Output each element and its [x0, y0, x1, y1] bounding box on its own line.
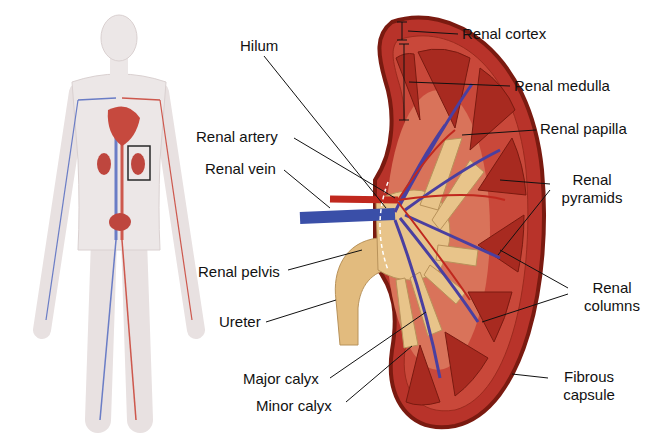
part-label: Ureter — [219, 313, 261, 331]
part-label: Renal medulla — [514, 77, 610, 95]
part-label: Minor calyx — [256, 397, 332, 415]
part-label: Major calyx — [243, 370, 319, 388]
part-label: Renal pelvis — [198, 263, 280, 281]
part-label: Renal cortex — [462, 25, 546, 43]
kidney-section — [300, 18, 544, 428]
part-label: Renal papilla — [540, 120, 627, 138]
part-label: Renal pyramids — [552, 171, 632, 207]
part-label: Renal columns — [570, 279, 654, 315]
body-figure — [42, 15, 196, 420]
part-label: Renal vein — [205, 160, 276, 178]
part-label: Fibrous capsule — [550, 368, 628, 404]
part-label: Hilum — [240, 37, 278, 55]
part-label: Renal artery — [196, 128, 278, 146]
